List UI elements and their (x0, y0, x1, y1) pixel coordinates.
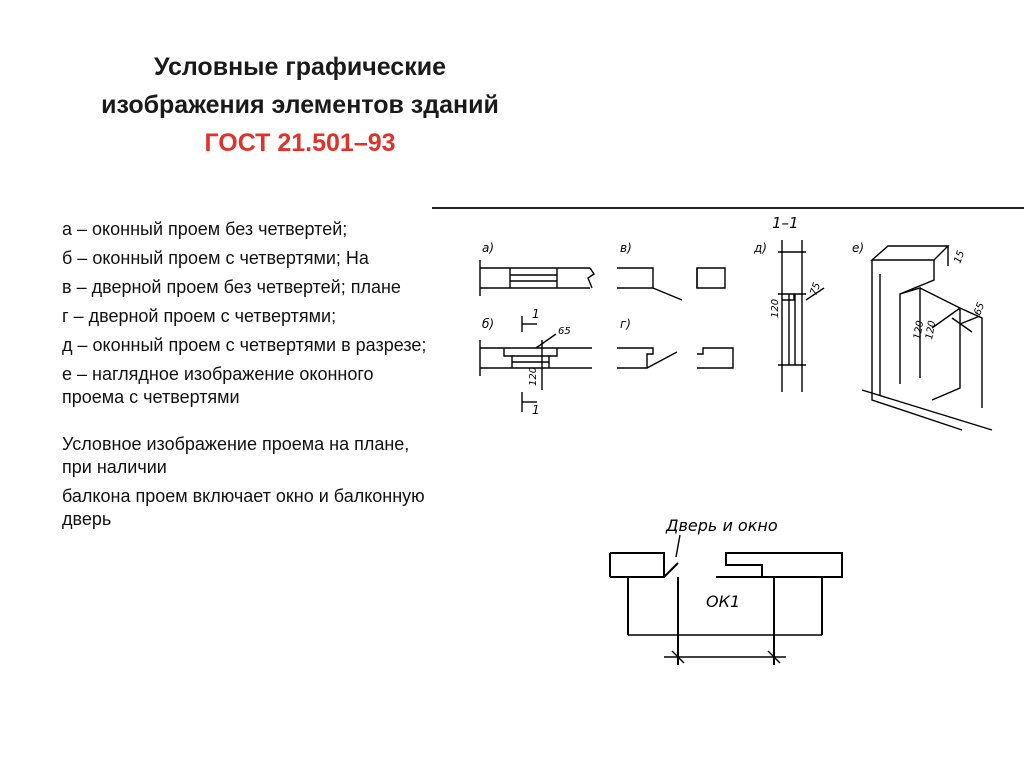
legend-item-v: в – дверной проем без четвертей; плане (62, 277, 401, 297)
mark-120-d: 120 (770, 299, 781, 318)
legend-item-e: е – наглядное изображение оконного проем… (62, 364, 374, 407)
opening-mark: ОК1 (706, 592, 740, 611)
label-d: д) (753, 241, 767, 255)
mark-75: 75 (808, 281, 823, 297)
legend-item-d: д – оконный проем с четвертями в разрезе… (62, 335, 427, 355)
door-window-plan: Дверь и окно ОК1 (609, 516, 843, 665)
mark-120-b: 120 (528, 367, 539, 386)
door-window-caption: Дверь и окно (665, 516, 778, 535)
legend-item-g: г – дверной проем с четвертями; (62, 306, 337, 326)
openings-drawing: а) б) в) г) д) е) 1–1 1 1 65 120 120 75 … (432, 207, 1024, 431)
label-e: е) (852, 241, 864, 255)
label-g: г) (620, 317, 631, 331)
title-line-2: изображения элементов зданий (101, 91, 499, 119)
note-1: Условное изображение проема на плане, пр… (62, 434, 410, 477)
note-2: балкона проем включает окно и балконную … (62, 486, 425, 529)
mark-65-e: 65 (972, 301, 987, 317)
title-line-1: Условные графические (154, 53, 446, 81)
mark-120-e2: 120 (924, 320, 938, 341)
label-a: а) (482, 241, 494, 255)
mark-120-e1: 120 (912, 320, 926, 341)
slide-title: Условные графические изображения элемент… (40, 48, 560, 162)
mark-1-top: 1 (532, 307, 540, 321)
mark-15: 15 (952, 249, 967, 265)
section-label: 1–1 (772, 214, 799, 232)
label-v: в) (620, 241, 632, 255)
mark-65: 65 (558, 326, 571, 337)
legend-item-b: б – оконный проем с четвертями; На (62, 248, 369, 268)
title-standard: ГОСТ 21.501–93 (204, 129, 396, 157)
mark-1-bottom: 1 (532, 403, 540, 417)
legend-list: а – оконный проем без четвертей; б – око… (62, 218, 434, 537)
legend-item-a: а – оконный проем без четвертей; (62, 219, 348, 239)
label-b: б) (482, 317, 494, 331)
